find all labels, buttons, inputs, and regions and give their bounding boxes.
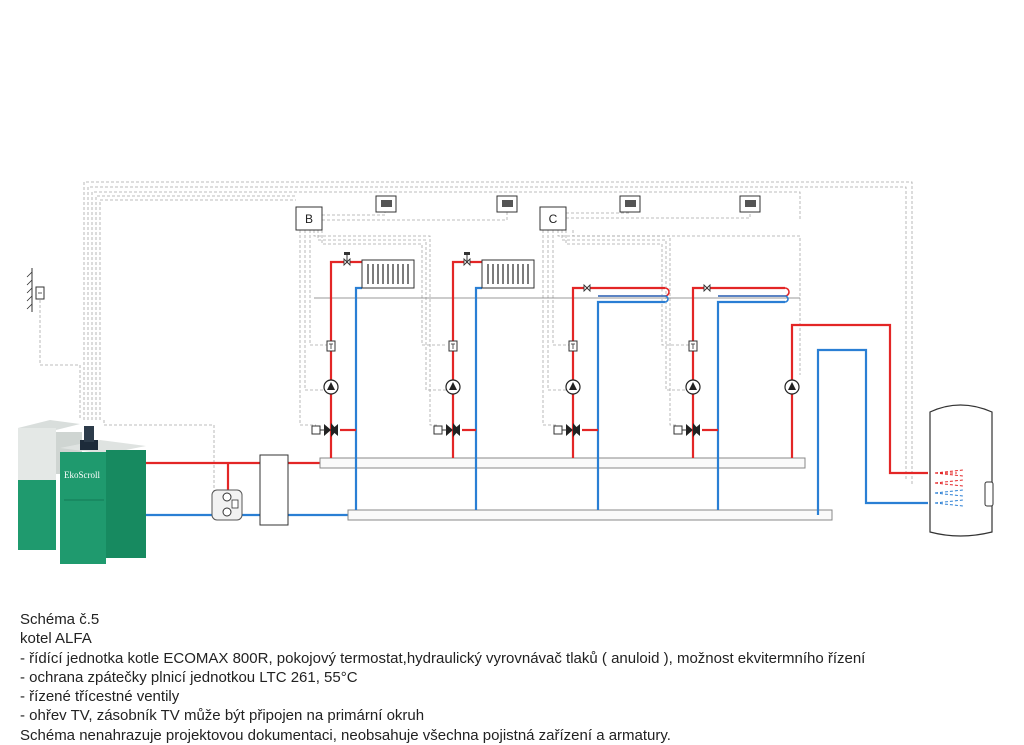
- floor-heating-icon: [598, 287, 790, 303]
- control-wiring: [39, 181, 913, 500]
- zone-valve-icon: [343, 252, 711, 293]
- hydraulic-separator-icon: [259, 454, 289, 526]
- outdoor-sensor-icon: [26, 268, 45, 312]
- circuit-floor-1: [571, 286, 665, 510]
- svg-text:EkoScroll: EkoScroll: [64, 470, 100, 480]
- caption-disclaimer: Schéma nenahrazuje projektovou dokumenta…: [20, 726, 671, 744]
- circuit-hot-water: [790, 323, 928, 515]
- svg-text:C: C: [549, 212, 558, 226]
- caption-line: - řízené třícestné ventily: [20, 688, 180, 706]
- caption-line: - řídící jednotka kotle ECOMAX 800R, pok…: [20, 649, 866, 667]
- thermometer-icon: [326, 340, 698, 352]
- room-thermostat-icon: [375, 195, 761, 213]
- radiator-icon: [361, 259, 535, 289]
- svg-text:B: B: [305, 212, 313, 226]
- supply-distributor: [319, 457, 806, 469]
- hot-water-tank-icon: [929, 404, 994, 537]
- caption-line: - ohřev TV, zásobník TV může být připoje…: [20, 707, 425, 725]
- circuit-floor-2: [691, 286, 785, 510]
- boiler-primary-pipes: [140, 461, 348, 517]
- caption-subtitle: kotel ALFA: [20, 630, 92, 648]
- boiler-icon: EkoScroll: [18, 420, 146, 564]
- pump-icon: [323, 379, 800, 395]
- controller-c: C: [539, 206, 567, 231]
- heating-schematic: B C: [18, 181, 994, 564]
- caption-line: - ochrana zpátečky plnicí jednotkou LTC …: [20, 668, 358, 686]
- mixing-valve-icon: [311, 423, 700, 437]
- schema-caption: Schéma č.5 kotel ALFA - řídící jednotka …: [20, 610, 1010, 745]
- controller-b: B: [295, 206, 323, 231]
- caption-title: Schéma č.5: [20, 611, 100, 628]
- loading-unit-icon: [211, 489, 243, 521]
- return-collector: [347, 509, 833, 521]
